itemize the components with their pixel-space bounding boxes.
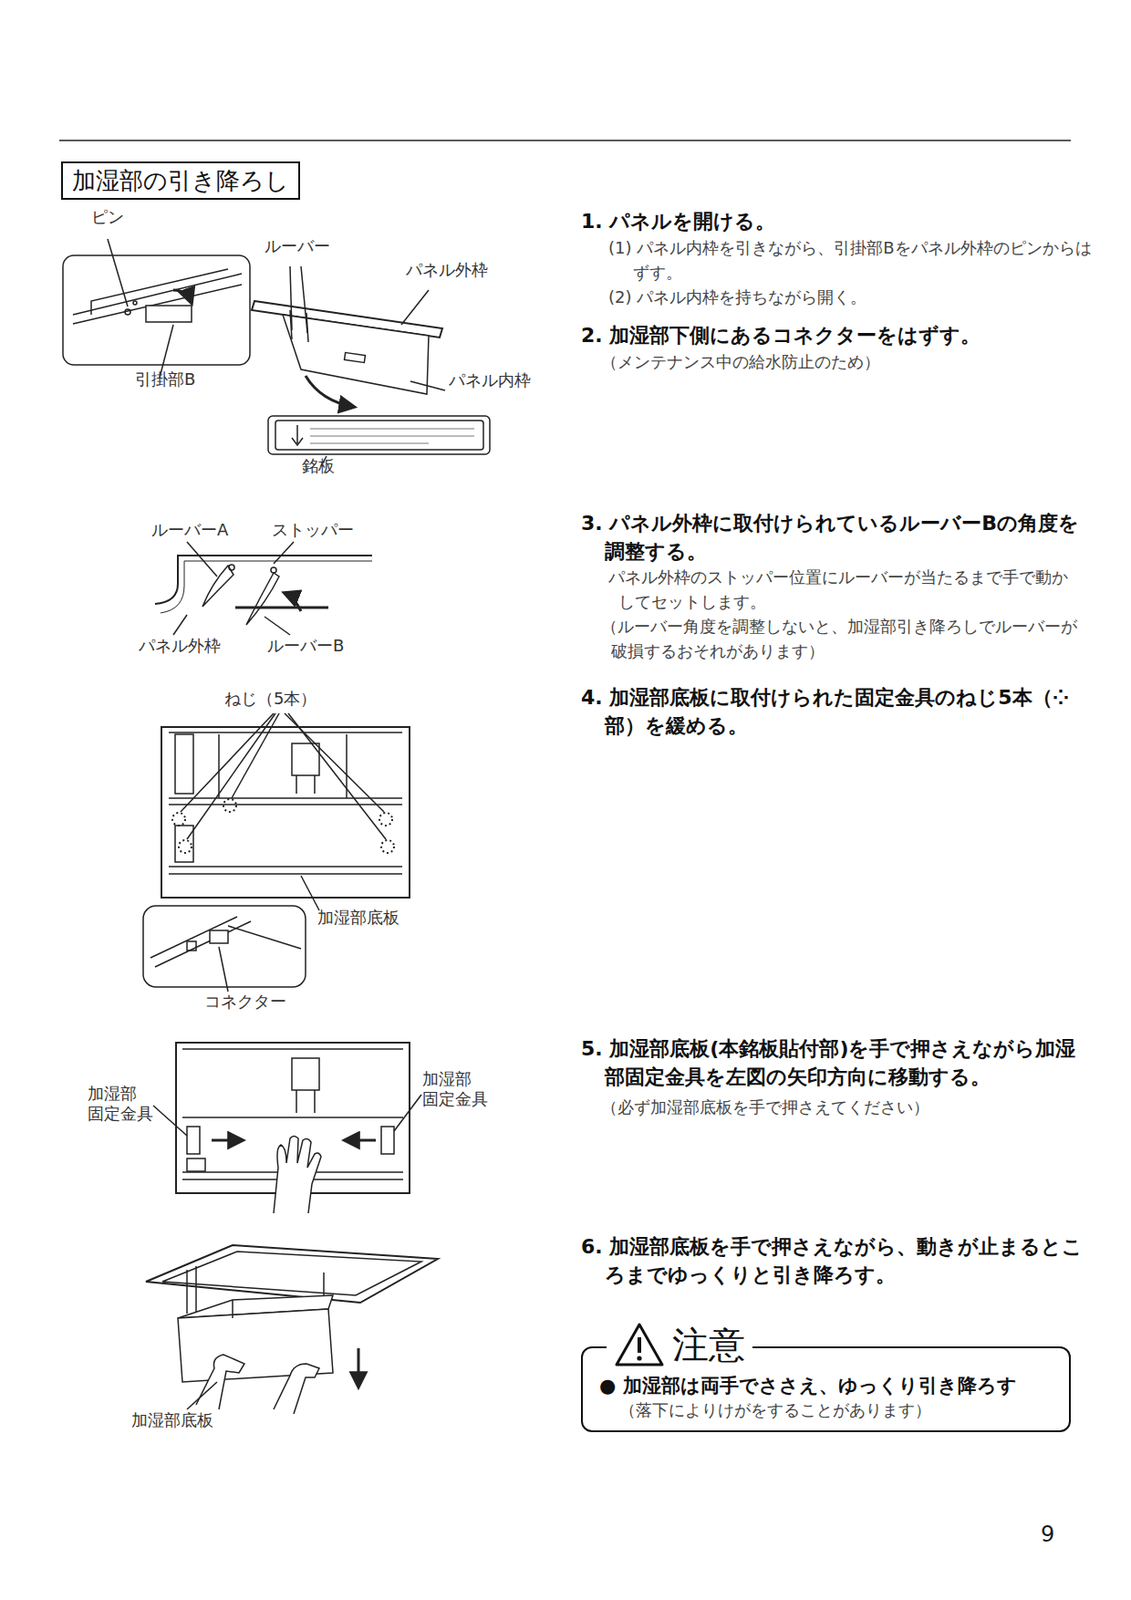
- caution-heading: 注意: [672, 1318, 746, 1370]
- part-label: ねじ（5本）: [224, 688, 317, 709]
- warning-symbol: [613, 1321, 665, 1368]
- part-label: コネクター: [204, 991, 287, 1012]
- unit-front-figure: [143, 713, 410, 992]
- part-label: 銘板: [301, 456, 335, 477]
- step-text: （ルーバー角度を調整しないと、加湿部引き降ろしでルーバーが破損するおそれがありま…: [601, 613, 1081, 664]
- caution-box: 注意● 加湿部は両手でささえ、ゆっくり引き降ろす（落下によりけがをすることがあり…: [581, 1346, 1071, 1432]
- page-number: 9: [1040, 1521, 1055, 1547]
- top-rule: [59, 139, 1071, 142]
- step-text: 3. パネル外枠に取付けられているルーバーBの角度を調整する。: [581, 508, 1095, 566]
- step-text: 5. 加湿部底板(本銘板貼付部)を手で押さえながら加湿部固定金具を左図の矢印方向…: [581, 1034, 1095, 1091]
- step-text: （必ず加湿部底板を手で押さえてください）: [601, 1094, 1081, 1120]
- part-label: 加湿部 固定金具: [422, 1068, 496, 1110]
- louver-figure: [155, 541, 373, 635]
- caution-note: （落下によりけがをすることがあります）: [599, 1399, 1053, 1422]
- part-label: ルーバー: [264, 236, 331, 257]
- section-title: 加湿部の引き降ろし: [61, 161, 301, 200]
- panel-figure: [62, 238, 490, 467]
- step-text: （メンテナンス中の給水防止のため）: [601, 349, 1081, 374]
- lowering-figure: [145, 1245, 438, 1414]
- part-label: パネル外枠: [405, 259, 488, 281]
- part-label: ストッパー: [271, 519, 354, 540]
- step-text: 1. パネルを開ける。: [581, 207, 1095, 236]
- part-label: ルーバーB: [267, 635, 344, 656]
- part-label: ピン: [91, 207, 125, 228]
- part-label: パネル内枠: [448, 370, 531, 391]
- caution-heading-patch: 注意: [606, 1318, 753, 1370]
- caution-text: ● 加湿部は両手でささえ、ゆっくり引き降ろす: [599, 1371, 1053, 1400]
- part-label: パネル外枠: [138, 635, 221, 656]
- step-text: (1) パネル内枠を引きながら、引掛部Bをパネル外枠のピンからはずす。: [608, 235, 1099, 285]
- part-label: 加湿部底板: [317, 907, 400, 928]
- part-label: ルーバーA: [151, 519, 229, 540]
- step-text: (2) パネル内枠を持ちながら開く。: [608, 284, 1099, 310]
- step-text: 2. 加湿部下側にあるコネクターをはずす。: [581, 321, 1095, 350]
- fixture-figure: [153, 1042, 422, 1214]
- step-text: 4. 加湿部底板に取付けられた固定金具のねじ5本（⁘部）を緩める。: [581, 683, 1095, 740]
- part-label: 加湿部底板: [131, 1410, 214, 1431]
- step-text: パネル外枠のストッパー位置にルーバーが当たるまで手で動かしてセットします。: [608, 564, 1080, 614]
- part-label: 引掛部B: [134, 369, 196, 390]
- part-label: 加湿部 固定金具: [87, 1083, 161, 1124]
- step-text: 6. 加湿部底板を手で押さえながら、動きが止まるところまでゆっくりと引き降ろす。: [581, 1232, 1095, 1289]
